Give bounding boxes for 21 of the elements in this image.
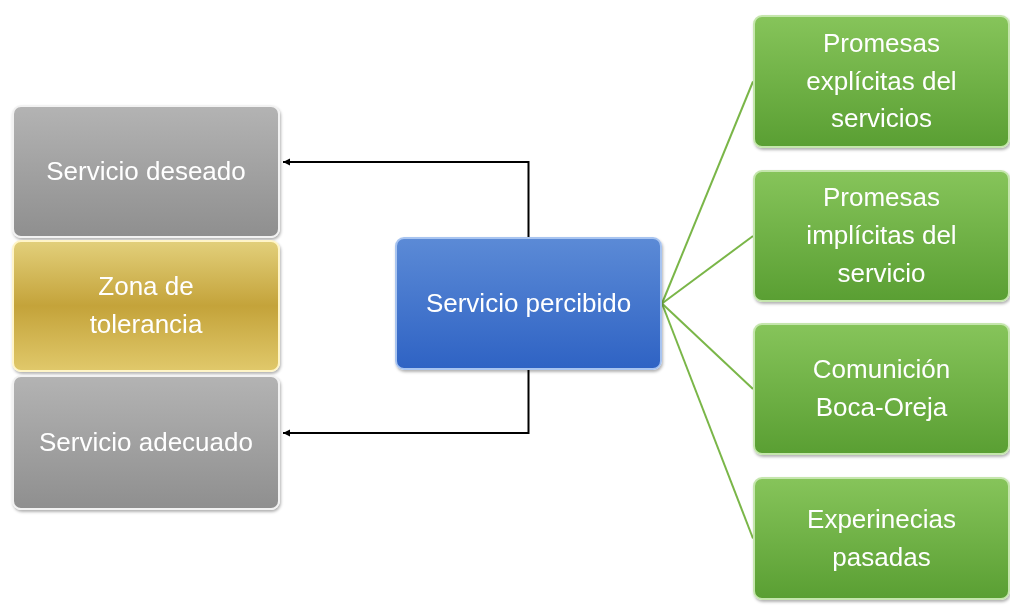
box-label: Promesas implícitas del servicio bbox=[805, 181, 958, 290]
factor-box bbox=[753, 15, 1010, 148]
arrow bbox=[282, 369, 530, 437]
connector-line bbox=[661, 235, 754, 305]
connector-line bbox=[661, 80, 754, 305]
box-label: Servicio adecuado bbox=[39, 425, 253, 459]
process-box bbox=[12, 105, 280, 238]
box-label: Zona de tolerancia bbox=[88, 270, 204, 341]
factor-box bbox=[753, 477, 1010, 600]
box-label: Promesas explícitas del servicios bbox=[805, 26, 958, 136]
box-label: Servicio percibido bbox=[425, 286, 632, 320]
central-box bbox=[395, 237, 662, 370]
factor-box bbox=[753, 323, 1010, 455]
tolerance-zone-box bbox=[12, 240, 280, 372]
process-box bbox=[12, 375, 280, 510]
connector-line bbox=[661, 302, 754, 390]
box-label: Comunición Boca-Oreja bbox=[811, 353, 952, 424]
box-label: Servicio deseado bbox=[46, 154, 246, 188]
arrow bbox=[282, 158, 530, 238]
box-label: Experinecias pasadas bbox=[806, 502, 957, 574]
factor-box bbox=[753, 170, 1010, 302]
